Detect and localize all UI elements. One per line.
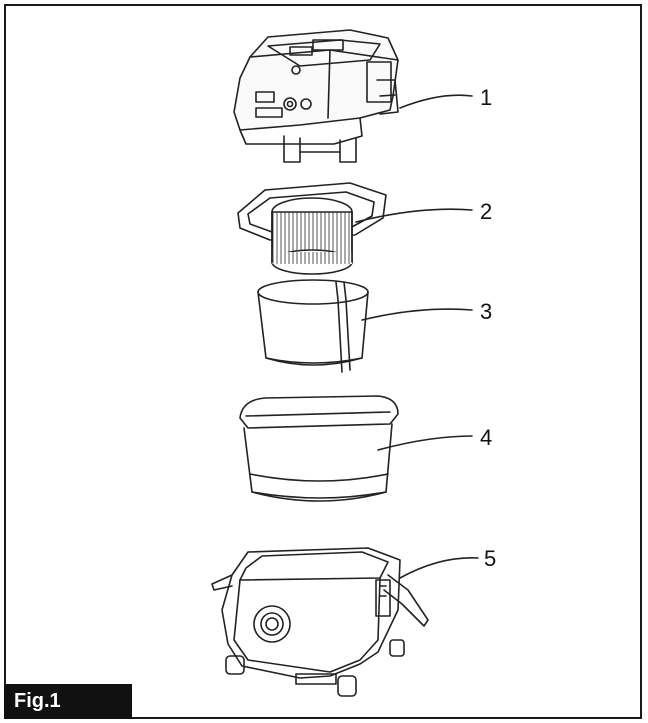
callout-1: 1 (480, 85, 492, 110)
callout-5: 5 (484, 546, 496, 571)
leader-line-4 (377, 435, 473, 451)
leader-line-1 (399, 94, 473, 109)
tank-part (211, 547, 429, 697)
callout-2: 2 (480, 199, 492, 224)
prefilter-part (257, 279, 369, 373)
leader-line-2 (355, 208, 473, 223)
leader-line-5 (399, 557, 479, 579)
callout-4: 4 (480, 425, 492, 450)
figure-label: Fig.1 (4, 684, 132, 719)
callout-3: 3 (480, 299, 492, 324)
leader-line-3 (361, 308, 473, 321)
filter-bag-part (239, 395, 399, 502)
motor-head-part (233, 29, 399, 163)
pleated-filter-part (237, 182, 387, 275)
